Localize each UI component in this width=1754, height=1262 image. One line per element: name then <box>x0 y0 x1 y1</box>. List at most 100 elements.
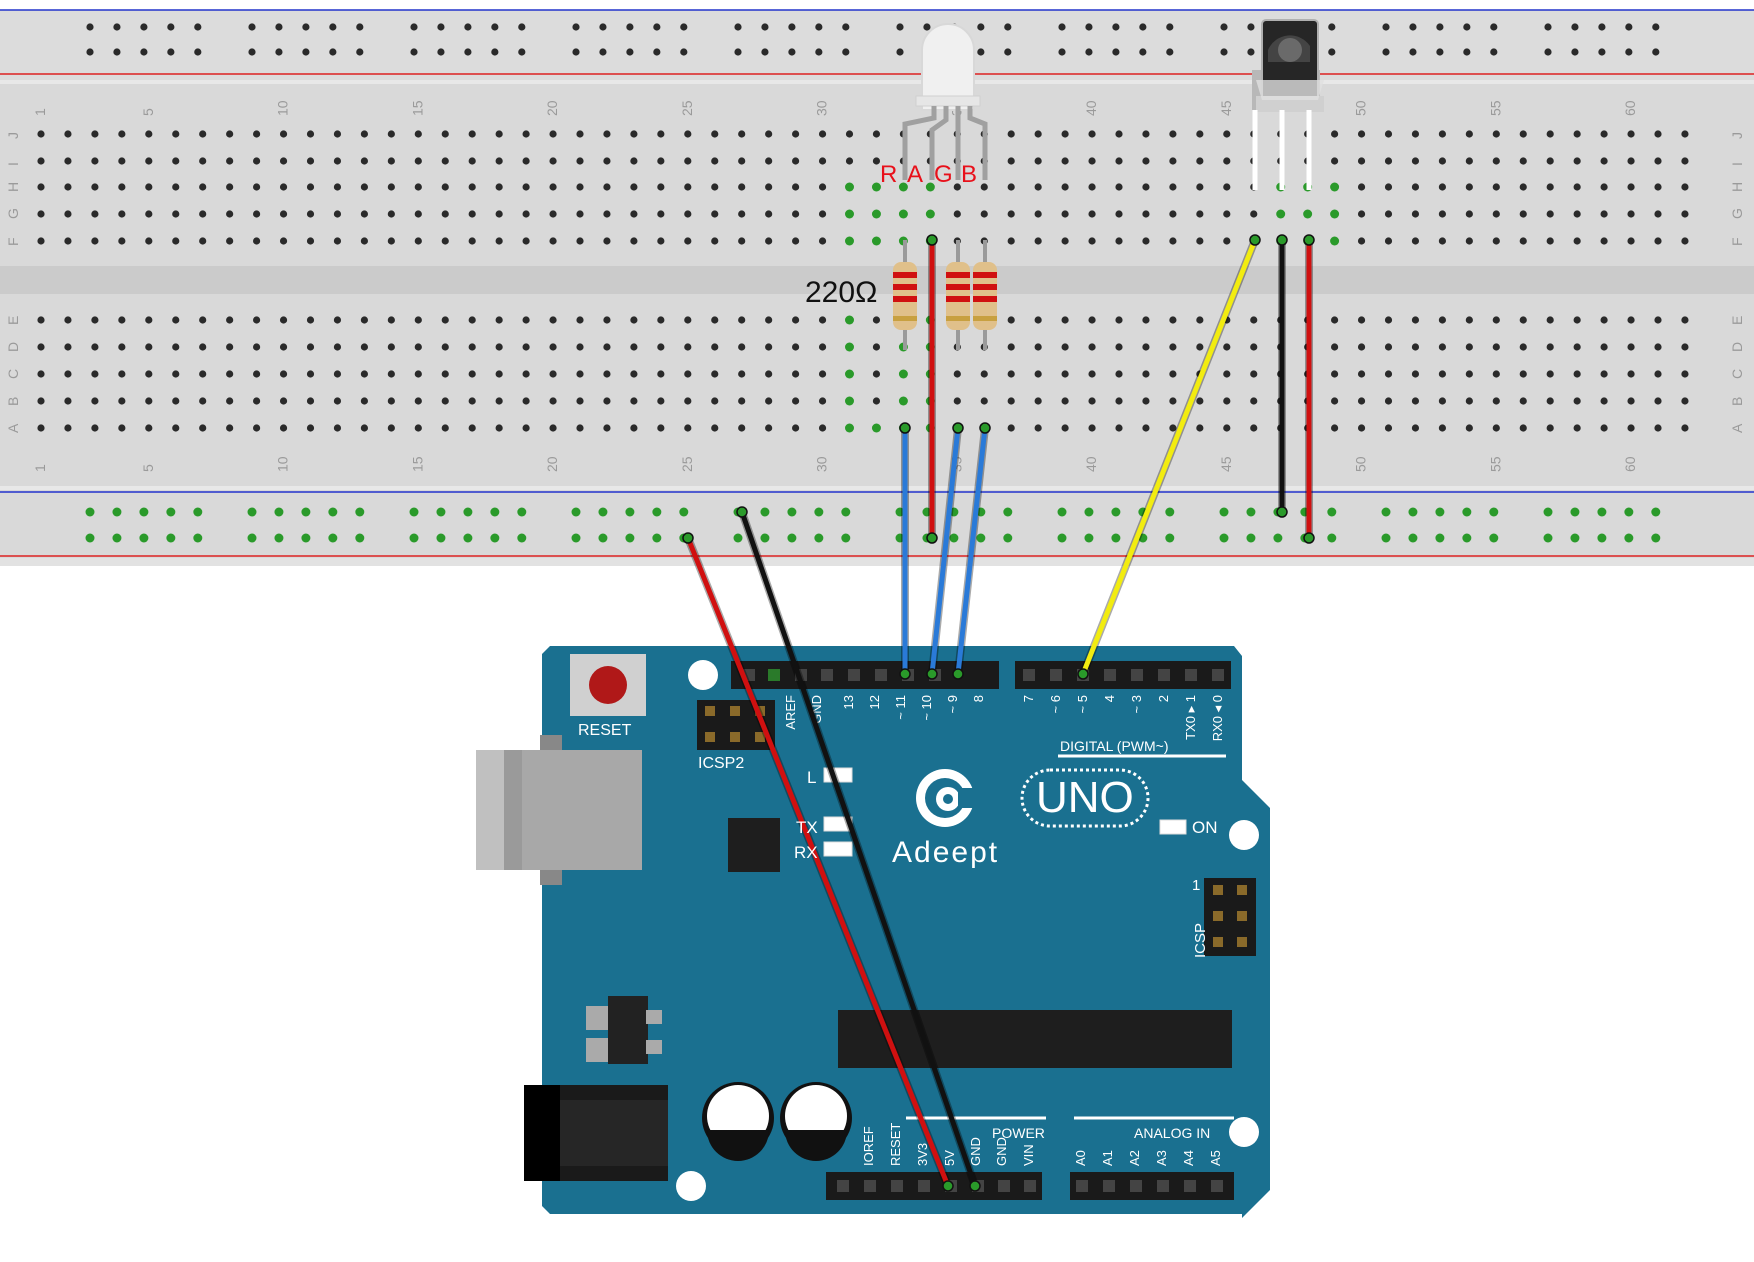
breadboard-hole <box>253 183 261 191</box>
power-pin-socket[interactable] <box>1024 1180 1036 1192</box>
power-pin-socket[interactable] <box>998 1180 1010 1192</box>
breadboard-hole <box>1384 183 1393 191</box>
rail-hole <box>841 533 851 543</box>
rail-hole <box>572 48 580 56</box>
breadboard-hole <box>1627 130 1635 138</box>
rail-hole <box>1463 48 1471 56</box>
digital-pin-socket[interactable] <box>1158 669 1170 681</box>
breadboard-hole <box>1681 343 1689 351</box>
breadboard-hole <box>657 237 665 245</box>
digital-pin-socket[interactable] <box>1212 669 1224 681</box>
breadboard-hole <box>145 130 153 138</box>
analog-pin-socket[interactable] <box>1130 1180 1142 1192</box>
red-wire-5v <box>685 535 951 1189</box>
resistor-band <box>893 272 917 278</box>
breadboard-hole <box>1492 343 1500 351</box>
rail-hole <box>1462 507 1472 517</box>
power-pin-socket[interactable] <box>864 1180 876 1192</box>
breadboard-hole <box>792 370 800 378</box>
reset-button-cap[interactable] <box>589 666 627 704</box>
digital-pin-socket[interactable] <box>1050 669 1062 681</box>
breadboard-hole <box>1492 130 1500 138</box>
breadboard-hole <box>845 396 854 406</box>
digital-pin-socket[interactable] <box>875 669 887 681</box>
breadboard-hole <box>980 210 988 218</box>
breadboard-hole <box>1142 343 1150 351</box>
rail-hole <box>1435 507 1445 517</box>
digital-pin-socket[interactable] <box>1023 669 1035 681</box>
breadboard-hole <box>468 210 476 218</box>
rail-hole <box>463 507 473 517</box>
pin-label: ~ 6 <box>1048 695 1063 713</box>
breadboard-hole <box>333 370 342 378</box>
rail-hole <box>1166 23 1174 31</box>
voltage-regulator <box>608 996 648 1064</box>
breadboard-hole <box>576 424 584 432</box>
rail-hole <box>1625 23 1633 31</box>
breadboard-hole <box>711 237 719 245</box>
breadboard-hole <box>1196 316 1204 324</box>
breadboard-hole <box>1681 316 1689 324</box>
digital-pin-socket[interactable] <box>1131 669 1143 681</box>
breadboard-hole <box>333 316 342 324</box>
pin-label: 3V3 <box>915 1143 930 1166</box>
digital-pin-socket[interactable] <box>821 669 833 681</box>
breadboard-hole <box>684 157 692 165</box>
rail-hole <box>841 507 851 517</box>
breadboard-hole <box>818 183 827 191</box>
breadboard-hole <box>1357 210 1366 218</box>
breadboard-hole <box>1492 237 1500 245</box>
digital-pin-socket[interactable] <box>1104 669 1116 681</box>
breadboard-hole <box>253 397 261 405</box>
rail-hole <box>1598 23 1606 31</box>
breadboard-hole <box>1088 183 1096 191</box>
breadboard-hole <box>1654 370 1662 378</box>
analog-pin-socket[interactable] <box>1184 1180 1196 1192</box>
column-number-label: 1 <box>32 464 48 472</box>
row-letter-label: G <box>5 208 21 219</box>
power-pin-socket[interactable] <box>891 1180 903 1192</box>
tx-label: TX <box>796 818 818 837</box>
breadboard-hole <box>495 370 503 378</box>
digital-pin-socket[interactable] <box>1185 669 1197 681</box>
breadboard-hole <box>1492 397 1500 405</box>
power-pin-socket[interactable] <box>918 1180 930 1192</box>
breadboard-hole <box>1169 237 1177 245</box>
power-pin-socket[interactable] <box>837 1180 849 1192</box>
resistor-band <box>946 296 970 302</box>
rail-hole <box>1273 533 1283 543</box>
breadboard-hole <box>711 130 719 138</box>
rail-hole <box>329 48 337 56</box>
resistor-band <box>893 316 917 321</box>
breadboard-hole <box>468 157 476 165</box>
rail-hole <box>1327 533 1337 543</box>
breadboard-hole <box>1384 343 1393 351</box>
breadboard-hole <box>1465 343 1473 351</box>
rail-hole <box>1057 533 1067 543</box>
breadboard-hole <box>64 210 72 218</box>
breadboard-hole <box>1438 397 1446 405</box>
breadboard-hole <box>765 316 773 324</box>
analog-pin-socket[interactable] <box>1211 1180 1223 1192</box>
breadboard-hole <box>1007 424 1015 432</box>
column-number-label: 45 <box>1218 100 1234 116</box>
breadboard-hole <box>1438 343 1446 351</box>
adeept-logo-icon <box>916 769 978 827</box>
analog-pin-socket[interactable] <box>1076 1180 1088 1192</box>
breadboard-hole <box>199 316 207 324</box>
digital-pin-socket[interactable] <box>768 669 780 681</box>
breadboard-hole <box>306 210 315 218</box>
rail-hole <box>734 48 742 56</box>
breadboard-hole <box>657 210 665 218</box>
analog-pin-socket[interactable] <box>1157 1180 1169 1192</box>
rail-hole <box>733 533 743 543</box>
rail-hole <box>463 533 473 543</box>
analog-pin-socket[interactable] <box>1103 1180 1115 1192</box>
breadboard-hole <box>1411 183 1420 191</box>
digital-pin-socket[interactable] <box>848 669 860 681</box>
rail-hole <box>976 507 986 517</box>
breadboard-hole <box>1169 183 1177 191</box>
usb-chip <box>728 818 780 872</box>
breadboard-hole <box>845 236 854 246</box>
breadboard-hole <box>1142 157 1150 165</box>
